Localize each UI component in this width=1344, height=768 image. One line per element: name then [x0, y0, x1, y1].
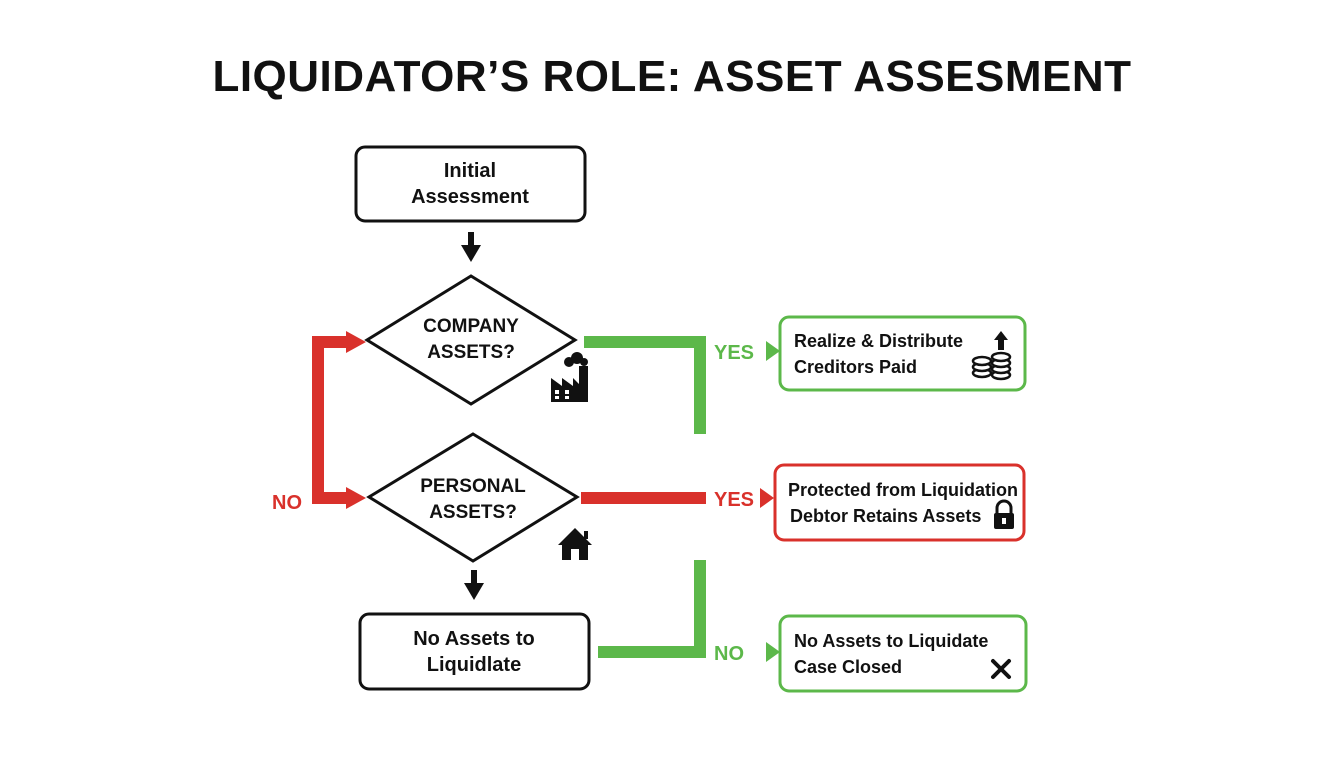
- label-loop-no: NO: [272, 492, 302, 514]
- factory-icon: [551, 352, 588, 402]
- realize-line1: Realize & Distribute: [794, 331, 963, 351]
- realize-line2: Creditors Paid: [794, 357, 917, 377]
- arrow-personal-to-noassets: [464, 570, 484, 600]
- node-company-assets: COMPANY ASSETS?: [364, 274, 578, 406]
- node-personal-assets: PERSONAL ASSETS?: [366, 432, 580, 563]
- arrow-initial-to-company: [461, 232, 481, 262]
- closed-line1: No Assets to Liquidate: [794, 631, 988, 651]
- protected-line1: Protected from Liquidation: [788, 480, 1018, 500]
- node-case-closed: No Assets to Liquidate Case Closed: [778, 614, 1028, 693]
- node-no-assets: No Assets to Liquidlate: [358, 612, 591, 691]
- closed-line2: Case Closed: [794, 657, 902, 677]
- company-line2: ASSETS?: [427, 342, 515, 363]
- personal-line2: ASSETS?: [429, 502, 517, 523]
- node-initial-assessment: Initial Assessment: [354, 145, 587, 223]
- connector-personal-yes: [581, 488, 774, 508]
- page-title: LIQUIDATOR’S ROLE: ASSET ASSESMENT: [212, 52, 1132, 101]
- house-icon: [558, 528, 592, 560]
- initial-line1: Initial: [444, 160, 496, 182]
- label-personal-yes: YES: [714, 489, 754, 511]
- label-company-yes: YES: [714, 342, 754, 364]
- connector-final-no: [598, 560, 780, 662]
- coin-stack-up-icon: [971, 331, 1012, 381]
- lock-icon: [994, 499, 1014, 529]
- label-final-no: NO: [714, 643, 744, 665]
- company-line1: COMPANY: [423, 316, 519, 337]
- noassets-line2: Liquidlate: [427, 654, 521, 676]
- close-x-icon: [991, 659, 1011, 679]
- node-protected: Protected from Liquidation Debtor Retain…: [773, 463, 1026, 542]
- connector-company-yes: [584, 336, 780, 434]
- initial-line2: Assessment: [411, 186, 529, 208]
- connector-loop-no: [312, 331, 366, 509]
- personal-line1: PERSONAL: [420, 476, 526, 497]
- node-realize-distribute: Realize & Distribute Creditors Paid: [778, 315, 1027, 392]
- protected-line2: Debtor Retains Assets: [790, 506, 981, 526]
- noassets-line1: No Assets to: [413, 628, 535, 650]
